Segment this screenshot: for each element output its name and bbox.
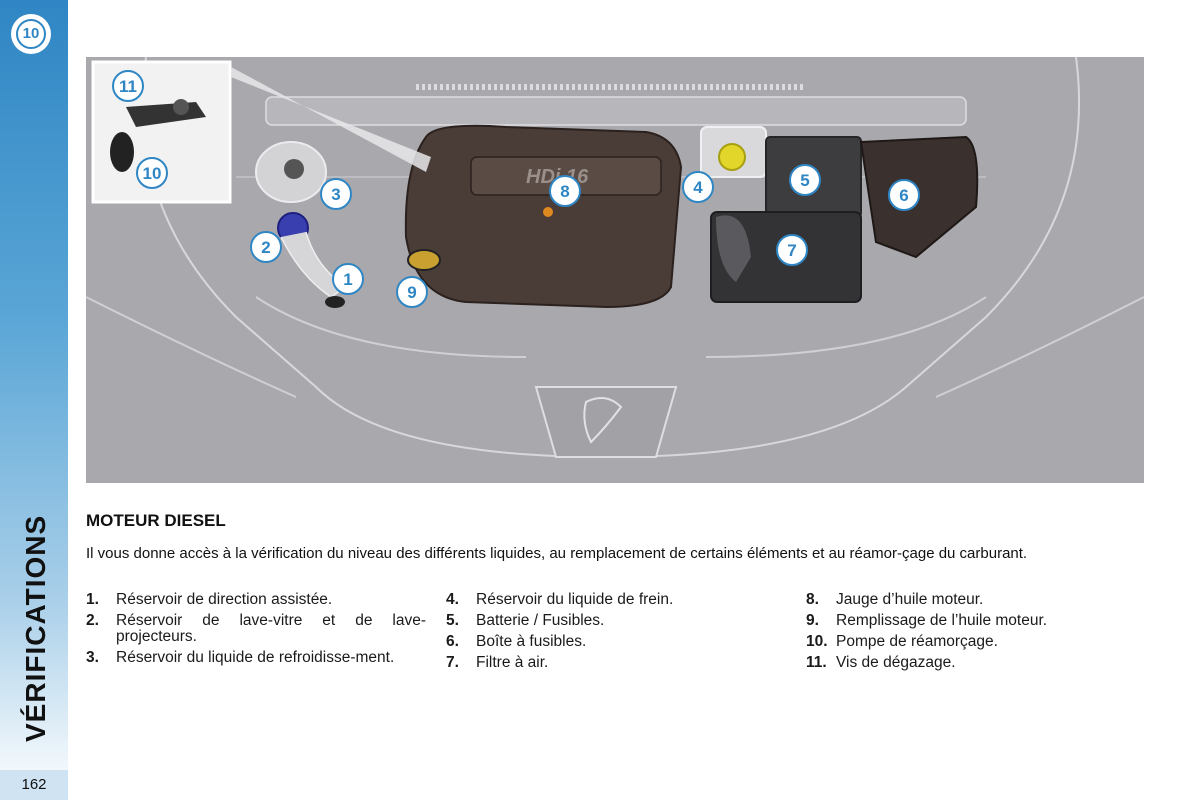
svg-text:8: 8: [560, 182, 569, 201]
legend-column-2: 4.Réservoir du liquide de frein. 5.Batte…: [446, 592, 786, 676]
legend-column-1: 1.Réservoir de direction assistée. 2.Rés…: [86, 592, 426, 671]
legend-item: 1.Réservoir de direction assistée.: [86, 592, 426, 608]
callout-5: 5: [790, 165, 820, 195]
legend-item: 4.Réservoir du liquide de frein.: [446, 592, 786, 608]
callout-4: 4: [683, 172, 713, 202]
svg-text:11: 11: [119, 77, 137, 96]
legend-item: 9.Remplissage de l’huile moteur.: [806, 613, 1146, 629]
svg-text:9: 9: [407, 283, 416, 302]
legend-item: 11.Vis de dégazage.: [806, 655, 1146, 671]
legend-column-3: 8.Jauge d’huile moteur. 9.Remplissage de…: [806, 592, 1146, 676]
svg-text:10: 10: [143, 164, 162, 183]
callout-3: 3: [321, 179, 351, 209]
legend-item: 8.Jauge d’huile moteur.: [806, 592, 1146, 608]
svg-text:3: 3: [331, 185, 340, 204]
svg-text:4: 4: [693, 178, 703, 197]
callout-6: 6: [889, 180, 919, 210]
callout-8: 8: [550, 176, 580, 206]
callout-11: 11: [113, 71, 143, 101]
callout-7: 7: [777, 235, 807, 265]
legend-item: 5.Batterie / Fusibles.: [446, 613, 786, 629]
engine-bay-drawing: HDi 16 1 2 3 4 5 6 7 8 9 10 11: [86, 57, 1144, 483]
legend-item: 3.Réservoir du liquide de refroidisse-me…: [86, 650, 426, 666]
section-intro: Il vous donne accès à la vérification du…: [86, 545, 1146, 562]
legend-item: 2.Réservoir de lave-vitre et de lave-pro…: [86, 613, 426, 645]
legend-item: 6.Boîte à fusibles.: [446, 634, 786, 650]
chapter-title: VÉRIFICATIONS: [20, 502, 52, 742]
svg-text:5: 5: [800, 171, 809, 190]
svg-text:7: 7: [787, 241, 796, 260]
svg-text:2: 2: [261, 238, 270, 257]
page-number: 162: [0, 770, 68, 800]
chapter-number-badge: 10: [13, 16, 49, 52]
svg-text:6: 6: [899, 186, 908, 205]
section-title: MOTEUR DIESEL: [86, 511, 226, 531]
legend-item: 7.Filtre à air.: [446, 655, 786, 671]
chapter-number: 10: [13, 16, 49, 52]
engine-bay-illustration: HDi 16 1 2 3 4 5 6 7 8 9 10 11: [86, 57, 1144, 483]
svg-text:1: 1: [343, 270, 352, 289]
callout-9: 9: [397, 277, 427, 307]
callout-10: 10: [137, 158, 167, 188]
callout-1: 1: [333, 264, 363, 294]
callout-2: 2: [251, 232, 281, 262]
legend-item: 10.Pompe de réamorçage.: [806, 634, 1146, 650]
